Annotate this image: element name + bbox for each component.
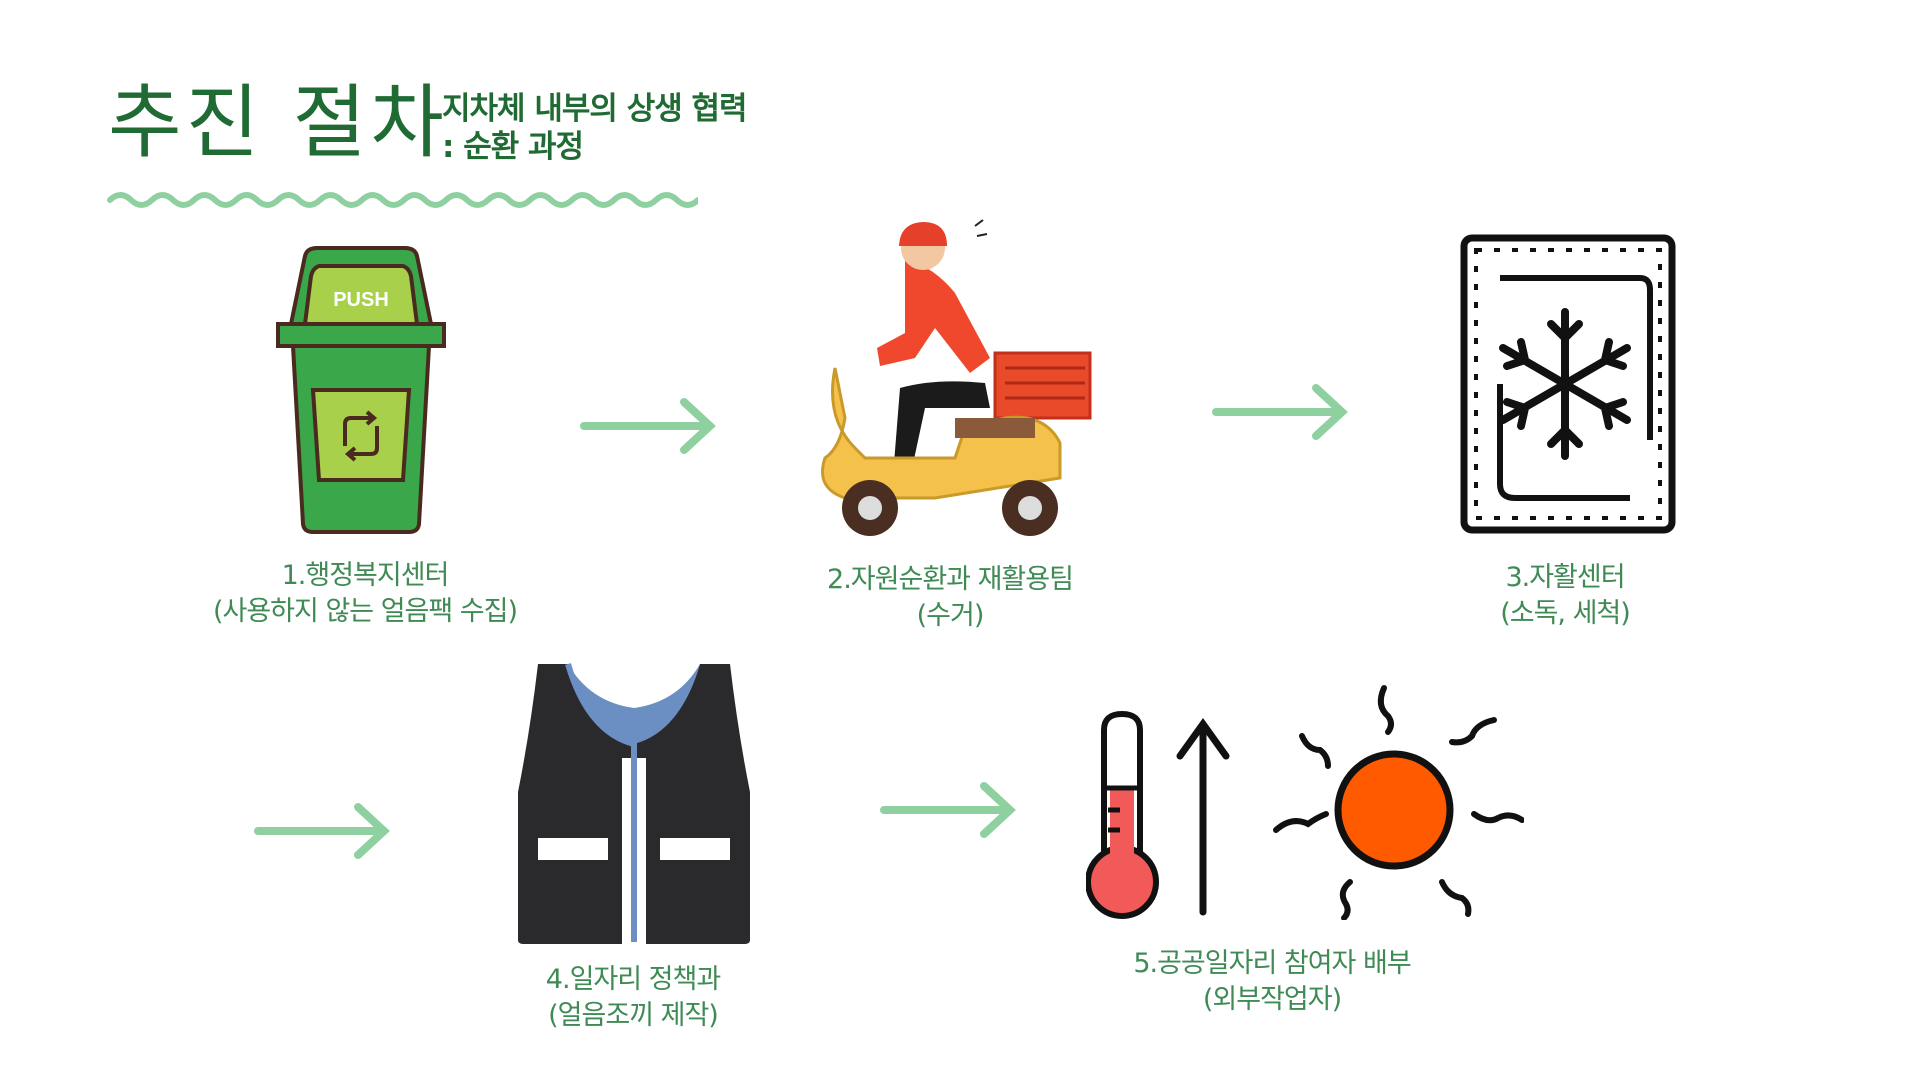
arrow-right-icon xyxy=(254,803,390,859)
step-5-desc: (외부작업자) xyxy=(1202,984,1342,1015)
step-2-title: 2.자원순환과 재활용팀 xyxy=(827,564,1074,595)
step-3-title: 3.자활센터 xyxy=(1505,562,1625,593)
step-3-label: 3.자활센터 (소독, 세척) xyxy=(1500,560,1631,632)
step-1-desc: (사용하지 않는 얼음팩 수집) xyxy=(212,596,518,627)
arrow-right-icon xyxy=(880,782,1016,838)
step-2-desc: (수거) xyxy=(916,600,985,631)
subtitle-line-1: 지차체 내부의 상생 협력 xyxy=(442,91,748,127)
arrow-right-icon xyxy=(1212,384,1348,440)
trash-bin-icon: PUSH xyxy=(276,246,446,534)
step-4-title: 4.일자리 정책과 xyxy=(545,964,721,995)
step-5-title: 5.공공일자리 참여자 배부 xyxy=(1133,948,1411,979)
step-4-desc: (얼음조끼 제작) xyxy=(548,1000,719,1031)
subtitle-line-2: : 순환 과정 xyxy=(442,129,584,165)
page-title: 추진 절차 xyxy=(108,76,448,169)
step-3-desc: (소독, 세척) xyxy=(1500,598,1631,629)
step-2-label: 2.자원순환과 재활용팀 (수거) xyxy=(827,562,1074,634)
step-5-label: 5.공공일자리 참여자 배부 (외부작업자) xyxy=(1133,946,1411,1018)
vest-icon xyxy=(518,663,750,944)
ice-pack-icon xyxy=(1460,234,1676,534)
thermometer-rising-icon xyxy=(1086,710,1230,919)
delivery-scooter-icon xyxy=(821,219,1092,536)
arrow-right-icon xyxy=(580,398,716,454)
step-4-label: 4.일자리 정책과 (얼음조끼 제작) xyxy=(545,962,721,1034)
page-subtitle: 지차체 내부의 상생 협력 : 순환 과정 xyxy=(442,90,748,166)
wave-divider xyxy=(107,192,698,208)
sun-icon xyxy=(1273,685,1524,920)
step-1-title: 1.행정복지센터 xyxy=(281,560,450,591)
step-1-label: 1.행정복지센터 (사용하지 않는 얼음팩 수집) xyxy=(212,558,518,630)
push-label: PUSH xyxy=(333,289,389,311)
